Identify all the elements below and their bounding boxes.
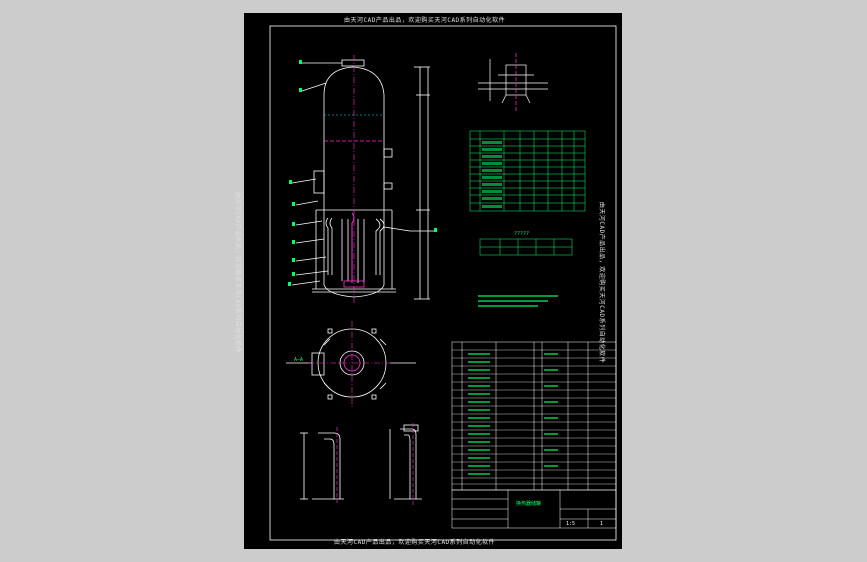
plan-view (286, 328, 416, 400)
drawing-scale: 1:5 (566, 521, 575, 527)
sheet-number: 1 (600, 521, 603, 527)
parts-list-text (468, 353, 558, 475)
coil-detail-left (300, 432, 344, 500)
drawing-sheet: 由天河CAD产品出品，欢迎购买天河CAD系列自动化软件 由天河CAD产品出品，欢… (234, 13, 622, 549)
nozzle-table-fill (482, 141, 502, 208)
watermark-bottom: 由天河CAD产品出品，欢迎购买天河CAD系列自动化软件 (334, 539, 496, 546)
title-block (451, 489, 617, 529)
parts-list (451, 341, 617, 491)
dimension-labels (288, 60, 437, 286)
watermark-left: 由天河CAD产品出品，欢迎购买天河CAD系列自动化软件 (234, 191, 242, 354)
bottom-outlet (343, 280, 365, 288)
coil-detail-right (389, 424, 422, 500)
drawing-name: 换热器储罐 (516, 500, 541, 507)
parts-list-rows (452, 349, 616, 485)
watermark-top: 由天河CAD产品出品，欢迎购买天河CAD系列自动化软件 (344, 17, 506, 24)
note-heading: ????? (514, 231, 529, 237)
design-data-table (479, 238, 573, 256)
technical-notes (478, 295, 558, 307)
drawing-canvas: ????? A—A (269, 25, 617, 541)
coil-inlet (351, 212, 355, 283)
section-mark: A—A (294, 357, 303, 363)
nozzle-table (469, 130, 586, 212)
nozzle-detail (478, 53, 548, 113)
vessel-elevation (291, 59, 434, 300)
inner-frame (269, 25, 617, 541)
